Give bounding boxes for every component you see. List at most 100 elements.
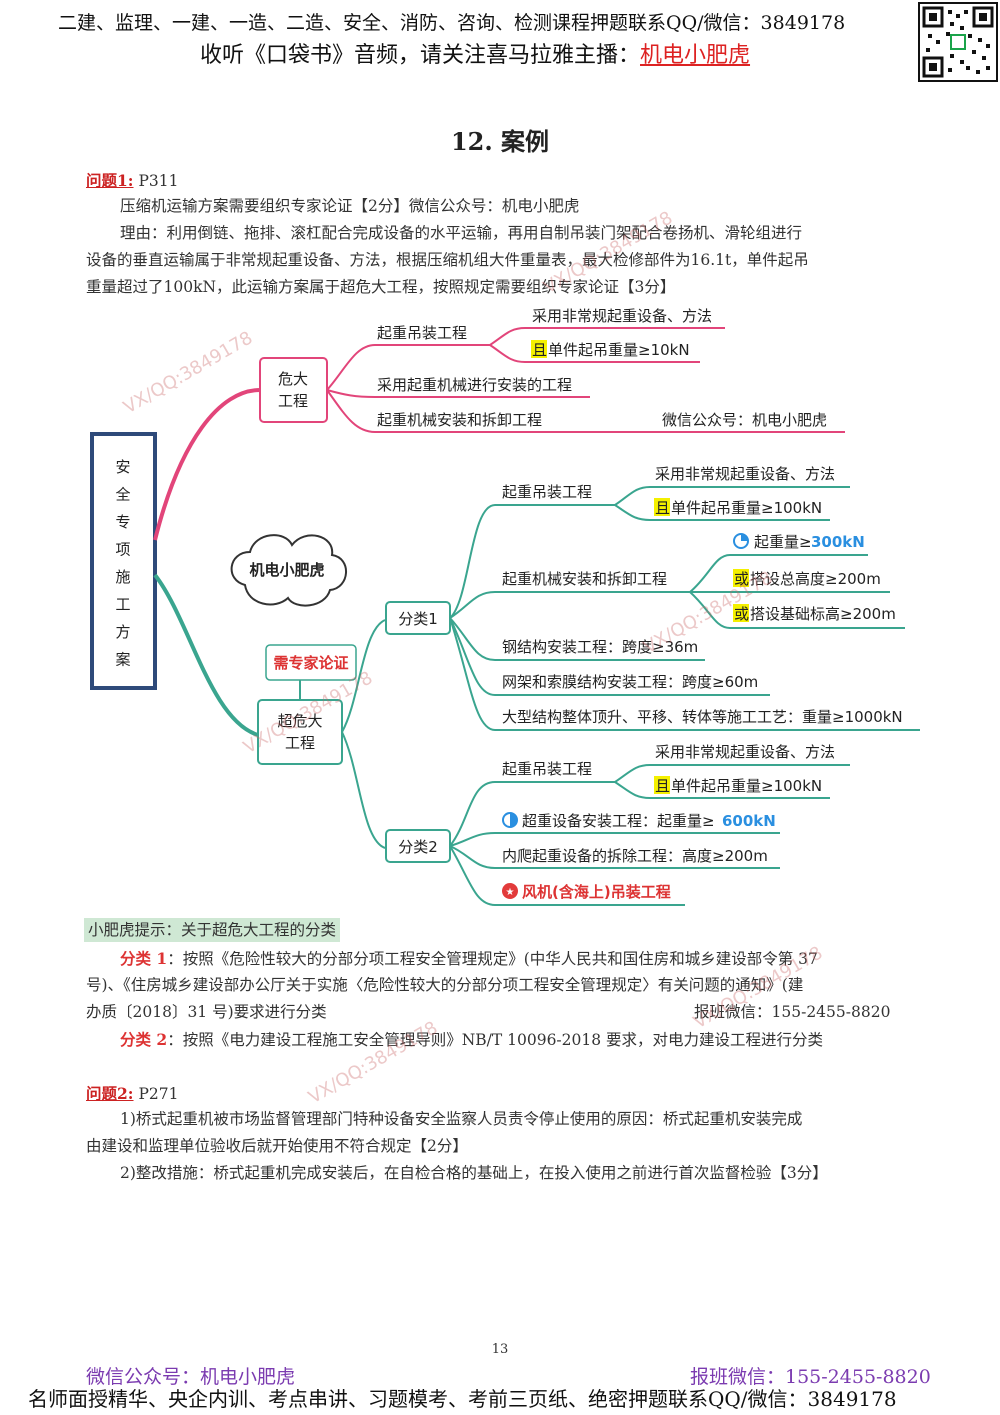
question1-page-ref: P311 (138, 172, 179, 190)
question2-label: 问题2: (86, 1084, 134, 1103)
question2-line2: 由建设和监理单位验收后就开始使用不符合规定【2分】 (86, 1137, 468, 1155)
cat1-machine-a-prefix: 起重量≥ (754, 533, 812, 551)
category1-text1: ：按照《危险性较大的分部分项工程安全管理规定》(中华人民共和国住房和城乡建设部令… (167, 950, 818, 968)
footer-promo: 名师面授精华、央企内训、考点串讲、习题模考、考前三页纸、绝密押题联系QQ/微信：… (28, 1387, 897, 1411)
root-node-char: 安 (115, 458, 130, 476)
cat2-lifting-label: 起重吊装工程 (502, 760, 592, 778)
danger-node-box (259, 357, 328, 423)
cat2-equip-connector (449, 832, 780, 847)
category1-label: 分类 1 (120, 949, 168, 968)
cat2-climbing-connector (449, 845, 780, 869)
cat1-steel-connector (449, 617, 705, 661)
expert-tag-box (265, 644, 357, 681)
cat2-climbing-label: 内爬起重设备的拆除工程：高度≥200m (502, 847, 768, 865)
header-anchor-name: 机电小肥虎 (640, 43, 751, 68)
cat1-membrane-label: 网架和索膜结构安装工程：跨度≥60m (502, 673, 758, 691)
question1-line4: 重量超过了100kN，此运输方案属于超危大工程，按照规定需要组织专家论证【3分】 (86, 278, 676, 296)
danger-machine-dismantle-label: 起重机械安装和拆卸工程 (377, 411, 542, 429)
category1-line3: 办质〔2018〕31 号)要求进行分类 报班微信：155-2455-8820 (86, 999, 890, 1026)
cat1-large-connector (449, 617, 920, 731)
danger-lifting-b-highlight (531, 340, 547, 358)
cat1-lifting-a-label: 采用非常规起重设备、方法 (655, 465, 835, 483)
cloud-label: 机电小肥虎 (249, 561, 324, 579)
danger-lifting-a-connector (489, 327, 725, 346)
cat2-wind-label: 风机(含海上)吊装工程 (522, 883, 671, 901)
danger-wechat-label: 微信公众号：机电小肥虎 (662, 411, 827, 429)
cat1-machine-b-label: 搭设总高度≥200m (750, 570, 881, 588)
question2-line1: 1)桥式起重机被市场监督管理部门特种设备安全监察人员责令停止使用的原因：桥式起重… (120, 1110, 803, 1128)
cat1-steel-label: 钢结构安装工程：跨度≥36m (502, 638, 698, 656)
danger-node-line1: 危大 (278, 370, 308, 388)
root-node-char: 案 (115, 651, 130, 669)
cat1-machine-c-connector (689, 591, 905, 629)
cat1-machine-b-prefix: 或 (734, 570, 749, 588)
danger-lifting-label: 起重吊装工程 (377, 324, 467, 342)
root-node-char: 专 (115, 513, 130, 531)
danger-machine-install-label: 采用起重机械进行安装的工程 (377, 376, 572, 394)
star-glyph: ★ (506, 887, 515, 898)
super-node-line2: 工程 (285, 734, 315, 752)
danger-branch-connector (153, 388, 261, 541)
cat1-lifting-b-prefix: 且 (655, 499, 670, 517)
cat1-machine-a-value: 300kN (811, 533, 865, 551)
header-line2: 收听《口袋书》音频，请关注喜马拉雅主播：机电小肥虎 (200, 37, 750, 69)
cat2-connector (341, 731, 386, 849)
question1-line2: 理由：利用倒链、拖排、滚杠配合完成设备的水平运输，再用自制吊装门架配合卷扬机、滑… (120, 224, 803, 242)
footer-contact: 报班微信：155-2455-8820 (690, 1366, 931, 1388)
danger-lifting-b-label: 单件起吊重量≥10kN (548, 341, 690, 359)
cat1-membrane-connector (449, 617, 770, 696)
root-node-char: 全 (115, 486, 130, 504)
danger-machine-install-connector (326, 389, 590, 398)
cloud-shape (230, 534, 347, 607)
danger-machine-dismantle-connector (326, 389, 845, 433)
cat1-machine-label: 起重机械安装和拆卸工程 (502, 570, 667, 588)
danger-node-line2: 工程 (278, 392, 308, 410)
super-branch-connector (153, 573, 259, 737)
danger-lifting-b-prefix: 且 (532, 341, 547, 359)
quarter-pie-icon-fill (741, 534, 748, 541)
question1-label: 问题1: (86, 171, 134, 190)
cat1-machine-a-connector (689, 554, 868, 593)
cat1-lifting-b-label: 单件起吊重量≥100kN (671, 499, 822, 517)
cat2-lifting-a-label: 采用非常规起重设备、方法 (655, 743, 835, 761)
cat2-lifting-b-connector (614, 781, 830, 799)
question1-line1: 压缩机运输方案需要组织专家论证【2分】微信公众号：机电小肥虎 (120, 197, 580, 215)
cat2-lifting-a-connector (614, 764, 850, 783)
header-line1: 二建、监理、一建、一造、二造、安全、消防、咨询、检测课程押题联系QQ/微信：38… (58, 12, 846, 34)
category1-line1: 分类 1：按照《危险性较大的分部分项工程安全管理规定》(中华人民共和国住房和城乡… (120, 945, 818, 973)
root-node-char: 施 (115, 568, 130, 586)
question2-heading: 问题2: P271 (86, 1080, 178, 1108)
cat1-machine-connector (449, 591, 690, 619)
root-node-box (90, 432, 157, 690)
danger-lifting-a-label: 采用非常规起重设备、方法 (532, 307, 712, 325)
cat1-lifting-b-highlight (654, 498, 670, 516)
question1-line3: 设备的垂直运输属于非常规起重设备、方法，根据压缩机组大件重量表，最大检修部件为1… (86, 251, 809, 269)
question2-page-ref: P271 (138, 1085, 179, 1103)
cat1-machine-c-highlight (733, 604, 749, 622)
category2-label: 分类 2 (120, 1030, 168, 1049)
cat2-node-label: 分类2 (398, 838, 438, 856)
cat2-lifting-b-label: 单件起吊重量≥100kN (671, 777, 822, 795)
question2-line3: 2)整改措施：桥式起重机完成安装后，在自检合格的基础上，在投入使用之前进行首次监… (120, 1164, 828, 1182)
category1-text3: 办质〔2018〕31 号)要求进行分类 (86, 1003, 327, 1021)
half-pie-icon-fill (510, 813, 517, 827)
category1-contact: 报班微信：155-2455-8820 (694, 1003, 891, 1021)
mind-map-diagram: 安全专项施工方案 危大 工程 起重吊装工程 采用非常规起重设备、方法 且 单件起… (90, 307, 920, 906)
cat1-large-label: 大型结构整体顶升、平移、转体等施工工艺：重量≥1000kN (502, 708, 903, 726)
root-node-char: 项 (115, 541, 130, 559)
cat1-lifting-b-connector (614, 504, 830, 521)
cat1-machine-c-label: 搭设基础标高≥200m (750, 605, 896, 623)
cat1-lifting-connector (449, 504, 615, 619)
header-line2-prefix: 收听《口袋书》音频，请关注喜马拉雅主播： (200, 43, 641, 68)
super-node-line1: 超危大 (277, 712, 322, 730)
question1-heading: 问题1: P311 (86, 167, 178, 195)
category1-line2: 号)、《住房城乡建设部办公厅关于实施〈危险性较大的分部分项工程安全管理规定〉有关… (86, 976, 804, 994)
cat1-node-label: 分类1 (398, 610, 438, 628)
cat2-equip-value: 600kN (722, 812, 776, 830)
star-badge-icon (502, 883, 518, 899)
cat1-connector (341, 619, 386, 733)
cat2-equip-prefix: 超重设备安装工程：起重量≥ (522, 812, 715, 830)
cat2-lifting-b-highlight (654, 776, 670, 794)
page-number: 13 (491, 1342, 509, 1357)
qr-code-image (918, 2, 998, 82)
